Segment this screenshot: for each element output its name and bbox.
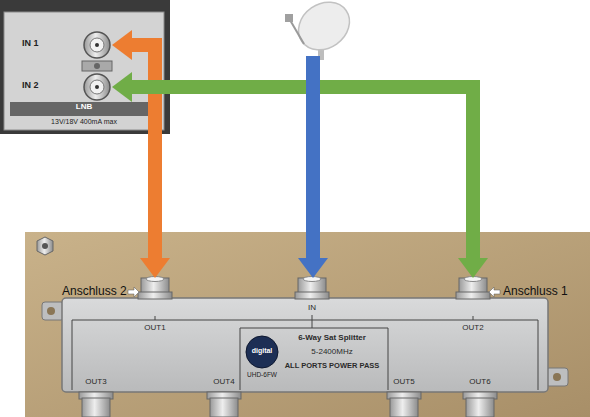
nut-body bbox=[37, 237, 53, 255]
port-hex bbox=[138, 292, 172, 299]
f-connector-ring bbox=[90, 80, 104, 94]
splitter-body bbox=[62, 298, 548, 392]
port-thread bbox=[466, 398, 494, 417]
node-text: 6-Way Sat Splitter bbox=[298, 334, 366, 343]
ear-hole bbox=[553, 373, 561, 381]
f-port bbox=[207, 392, 241, 417]
port-thread bbox=[210, 398, 238, 417]
mounting-ear bbox=[42, 302, 64, 320]
mounting-ear bbox=[546, 368, 568, 386]
node-text: LNB bbox=[76, 103, 92, 112]
port-label: Anschluss 2 bbox=[62, 285, 127, 298]
dish-reflector bbox=[289, 0, 358, 60]
receiver-panel-face bbox=[4, 12, 164, 130]
output-port: OUT2 bbox=[453, 278, 493, 335]
circuit-trace bbox=[538, 320, 539, 390]
f-connector bbox=[84, 74, 110, 100]
node-text: ALL PORTS POWER PASS bbox=[285, 362, 380, 370]
lnb-head bbox=[285, 14, 293, 22]
circuit-trace bbox=[72, 315, 538, 390]
f-port bbox=[463, 392, 497, 417]
circuit-trace bbox=[473, 316, 474, 320]
node-text: IN bbox=[308, 304, 316, 313]
signal-arrow-shaft bbox=[306, 56, 320, 259]
f-port bbox=[79, 392, 113, 417]
lnb-band bbox=[10, 102, 158, 116]
f-connector bbox=[84, 32, 110, 58]
arrow-head bbox=[112, 30, 132, 60]
f-port bbox=[138, 277, 172, 300]
photo-background bbox=[25, 232, 590, 417]
receiver-panel: LNB 13V/18V 400mA max IN 1 IN 2 bbox=[4, 12, 164, 130]
port-label: OUT5 bbox=[393, 378, 414, 387]
node-text: 13V/18V 400mA max bbox=[51, 118, 117, 126]
satellite-dish bbox=[285, 0, 359, 60]
port-label: OUT6 bbox=[469, 378, 490, 387]
pointer-arrow bbox=[489, 287, 500, 297]
nut-hole bbox=[42, 243, 48, 249]
f-connector-body bbox=[84, 74, 110, 100]
f-connector-pin bbox=[95, 85, 99, 89]
port-label: OUT4 bbox=[213, 378, 234, 387]
arrow-head bbox=[112, 72, 132, 102]
port-hex bbox=[295, 292, 329, 299]
arrow-head bbox=[140, 258, 170, 278]
signal-arrow bbox=[112, 30, 170, 278]
f-connector-pin bbox=[95, 43, 99, 47]
input-port: IN bbox=[292, 278, 332, 315]
nut bbox=[37, 237, 53, 255]
signal-arrow-head bbox=[298, 258, 328, 278]
node-text: OUT1 bbox=[144, 324, 165, 333]
brand-name: digital bbox=[252, 347, 273, 355]
node-text: IN 2 bbox=[22, 81, 39, 91]
circuit-trace bbox=[240, 328, 241, 390]
port-opening bbox=[303, 277, 321, 282]
output-port: OUT1 bbox=[135, 278, 175, 335]
input-port: IN 1 bbox=[18, 31, 112, 59]
mounting-bracket bbox=[82, 61, 112, 71]
circuit-trace bbox=[240, 328, 388, 329]
port-label: OUT3 bbox=[85, 378, 106, 387]
node-text: OUT2 bbox=[462, 324, 483, 333]
port-thread bbox=[390, 398, 418, 417]
port-thread bbox=[82, 398, 110, 417]
node-text: IN 1 bbox=[22, 39, 39, 49]
port-hex bbox=[456, 292, 490, 299]
feed-arm bbox=[290, 20, 304, 44]
f-connector-body bbox=[84, 32, 110, 58]
ear-hole bbox=[47, 307, 55, 315]
f-connector-ring bbox=[90, 38, 104, 52]
circuit-trace bbox=[312, 315, 313, 328]
screw bbox=[94, 63, 100, 69]
arrow-head bbox=[458, 258, 488, 278]
node-text: 5-2400MHz bbox=[311, 348, 352, 357]
circuit-trace bbox=[155, 316, 156, 320]
receiver-frame bbox=[0, 0, 170, 134]
circuit-trace bbox=[388, 328, 389, 390]
brand-logo bbox=[246, 336, 278, 368]
signal-arrow-shaft bbox=[131, 87, 473, 259]
f-port bbox=[295, 277, 329, 300]
circuit-trace bbox=[72, 320, 73, 390]
circuit-trace bbox=[72, 320, 538, 321]
f-port bbox=[387, 392, 421, 417]
signal-arrow bbox=[112, 72, 488, 278]
pointer-arrow bbox=[128, 287, 139, 297]
f-port bbox=[456, 277, 490, 300]
signal-arrow-shaft bbox=[131, 45, 155, 259]
input-port: IN 2 bbox=[18, 73, 112, 101]
port-label: Anschluss 1 bbox=[503, 285, 568, 298]
model-number: UHD-6FW bbox=[247, 371, 277, 378]
